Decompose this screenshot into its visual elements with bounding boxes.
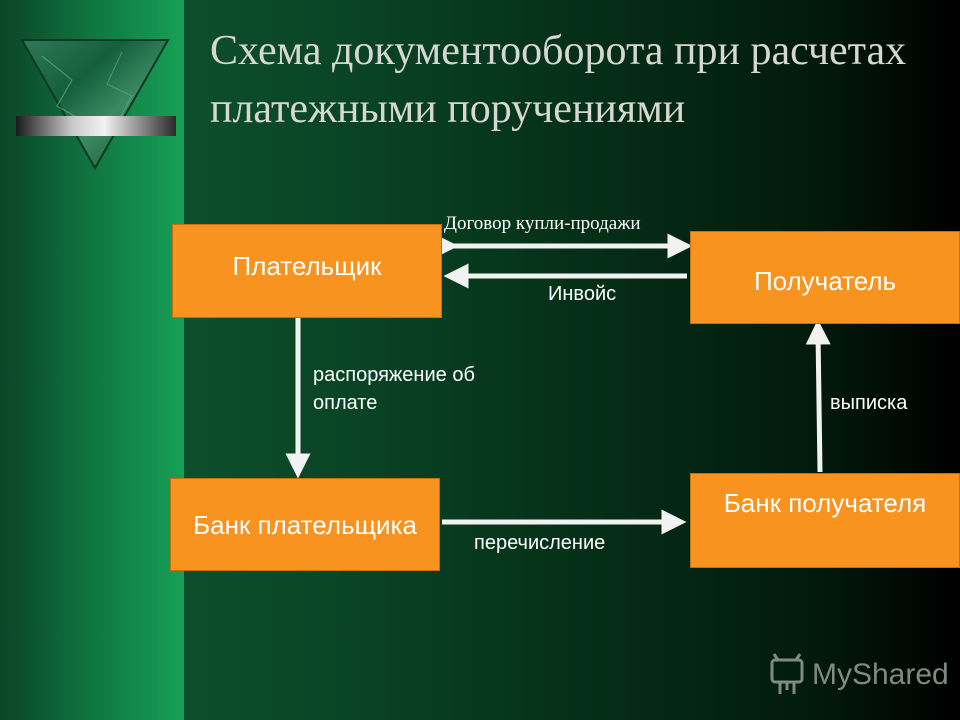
label-transfer: перечисление (474, 532, 606, 554)
marble-triangle-logo-icon (16, 39, 176, 171)
node-receiver: Получатель (690, 231, 960, 324)
label-invoice: Инвойс (548, 283, 617, 305)
watermark-text: MyShared (812, 658, 949, 691)
node-payer-bank: Банк плательщика (170, 478, 440, 571)
statement-arrow (805, 319, 831, 473)
node-payer: Плательщик (172, 224, 442, 318)
label-payment-order: распоряжение об оплате (313, 364, 475, 414)
watermark-logo-icon (770, 653, 804, 694)
label-contract: Договор купли-продажи (444, 213, 641, 234)
slide-title: Схема документооборота при расчетах плат… (210, 28, 907, 132)
label-statement: выписка (830, 392, 908, 414)
node-receiver-bank: Банк получателя (690, 473, 960, 568)
